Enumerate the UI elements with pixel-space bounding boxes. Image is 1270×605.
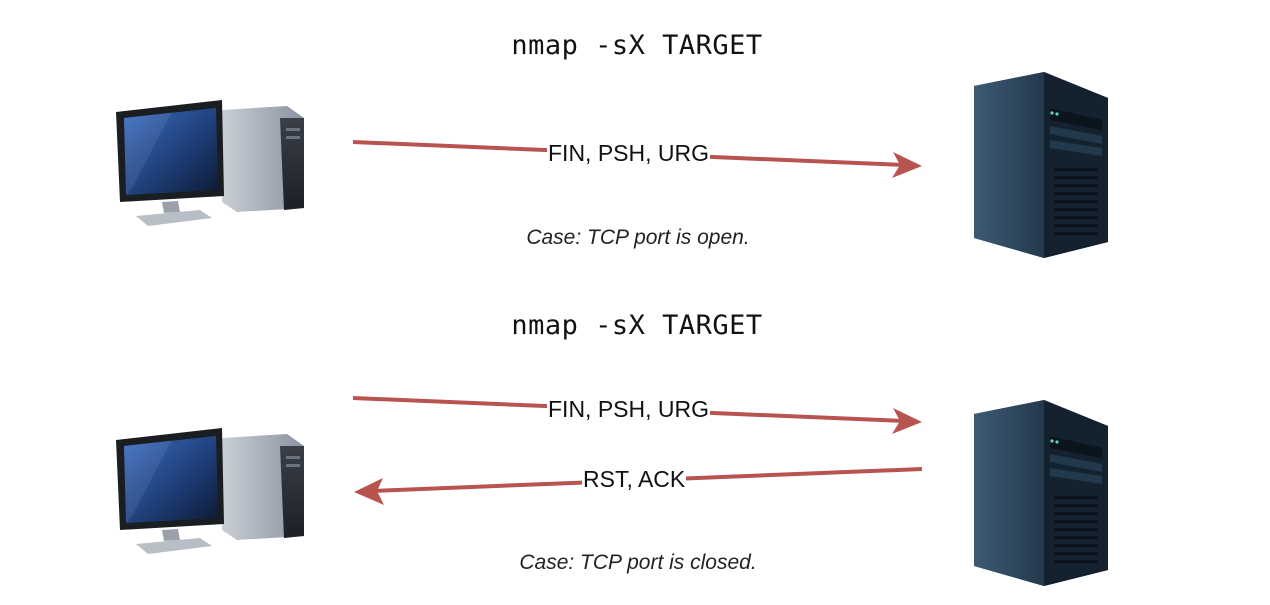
closed-case-caption: Case: TCP port is closed. [519,551,757,574]
closed-case-command: nmap -sX TARGET [511,310,763,341]
desktop-computer-icon [116,428,304,554]
server-tower-icon [974,72,1108,258]
open-case-caption: Case: TCP port is open. [526,226,750,249]
desktop-computer-icon [116,100,304,226]
open-case-command: nmap -sX TARGET [511,30,763,61]
closed-reply-flags: RST, ACK [582,466,687,493]
open-probe-flags: FIN, PSH, URG [547,140,711,167]
closed-probe-flags: FIN, PSH, URG [547,396,711,423]
server-tower-icon [974,400,1108,586]
